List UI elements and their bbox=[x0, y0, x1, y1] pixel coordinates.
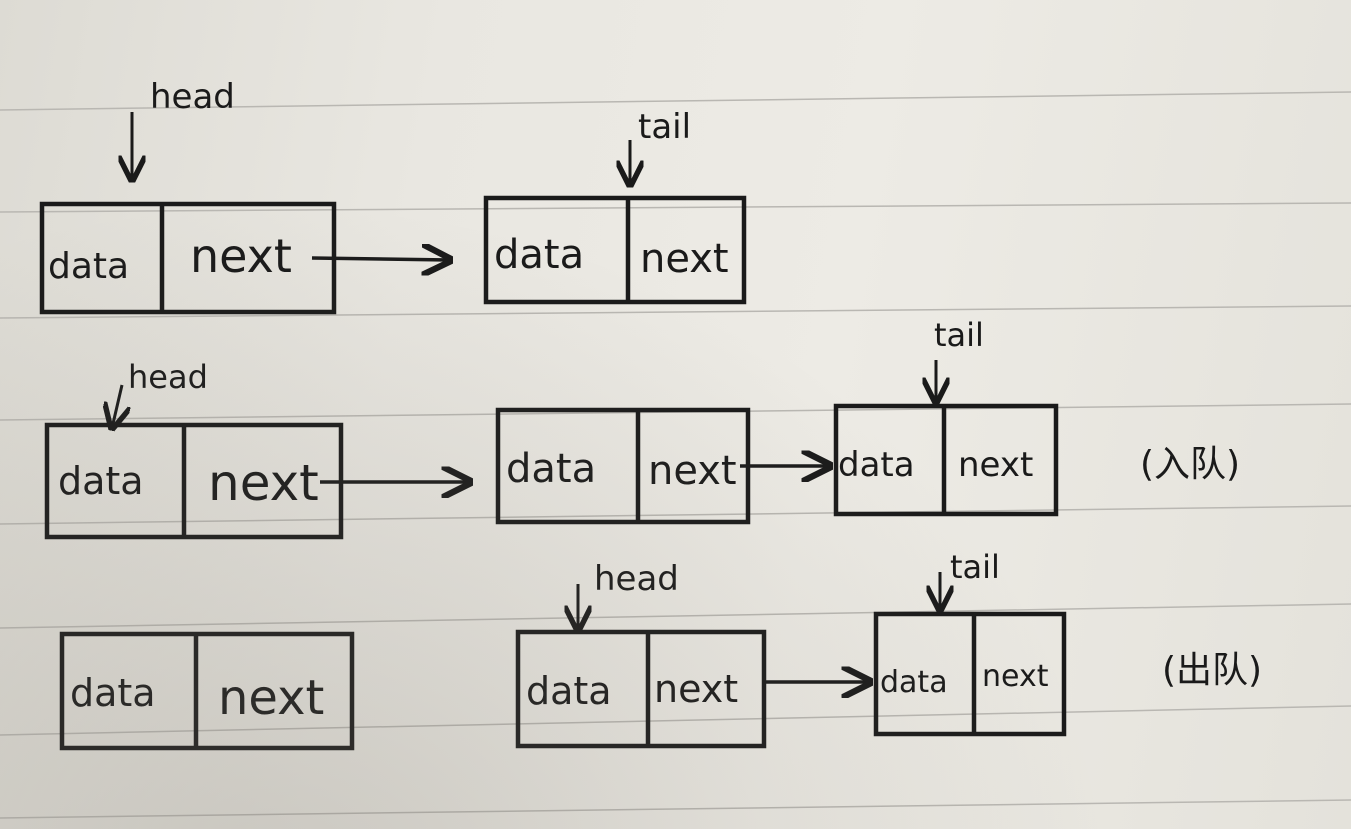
enqueue-note: (入队) bbox=[1140, 444, 1240, 485]
next-field-label: next bbox=[208, 454, 319, 512]
link-arrow bbox=[311, 258, 450, 260]
next-field-label: next bbox=[648, 448, 737, 494]
list-node: data next bbox=[39, 201, 337, 315]
tail-label: tail bbox=[934, 316, 984, 354]
list-node: data next bbox=[833, 403, 1059, 517]
head-label: head bbox=[150, 77, 235, 117]
data-field-label: data bbox=[880, 665, 948, 700]
data-field-label: data bbox=[838, 445, 915, 485]
head-pointer: head bbox=[578, 559, 679, 630]
next-field-label: next bbox=[982, 659, 1049, 694]
ruled-line bbox=[0, 799, 1351, 819]
tail-pointer: tail bbox=[940, 548, 1000, 610]
head-pointer: head bbox=[112, 358, 208, 428]
next-field-label: next bbox=[190, 229, 292, 283]
list-node: data next bbox=[873, 611, 1067, 737]
node-box bbox=[873, 611, 1067, 737]
ruled-line bbox=[0, 202, 1351, 213]
ruled-line bbox=[0, 603, 1351, 629]
data-field-label: data bbox=[506, 446, 596, 492]
ruled-line bbox=[0, 505, 1351, 525]
list-node: data next bbox=[59, 631, 355, 751]
ruled-line bbox=[0, 305, 1351, 319]
row-1: head data next tail data next bbox=[39, 77, 747, 315]
next-field-label: next bbox=[958, 445, 1033, 485]
tail-label: tail bbox=[950, 548, 1000, 586]
next-field-label: next bbox=[654, 667, 738, 711]
ruled-lines bbox=[0, 91, 1351, 819]
data-field-label: data bbox=[70, 671, 156, 715]
node-box bbox=[59, 631, 355, 751]
tail-label: tail bbox=[638, 107, 691, 147]
dequeue-note: (出队) bbox=[1162, 650, 1262, 691]
ruled-line bbox=[0, 91, 1351, 111]
next-field-label: next bbox=[640, 236, 729, 282]
row-2: head data next data next tail data next … bbox=[44, 316, 1240, 540]
ruled-line bbox=[0, 705, 1351, 736]
tail-pointer: tail bbox=[934, 316, 984, 402]
list-node: data next bbox=[495, 407, 751, 525]
node-box bbox=[515, 629, 767, 749]
head-pointer: head bbox=[132, 77, 235, 180]
data-field-label: data bbox=[58, 459, 144, 503]
data-field-label: data bbox=[48, 246, 129, 287]
node-box bbox=[483, 195, 747, 305]
next-field-label: next bbox=[218, 670, 324, 726]
head-label: head bbox=[594, 559, 679, 599]
list-node: data next bbox=[44, 422, 344, 540]
list-node: data next bbox=[483, 195, 747, 305]
data-field-label: data bbox=[526, 669, 612, 713]
row-3: data next head data next tail data next … bbox=[59, 548, 1262, 751]
data-field-label: data bbox=[494, 232, 584, 278]
head-label: head bbox=[128, 358, 208, 396]
list-node: data next bbox=[515, 629, 767, 749]
tail-pointer: tail bbox=[630, 107, 691, 185]
